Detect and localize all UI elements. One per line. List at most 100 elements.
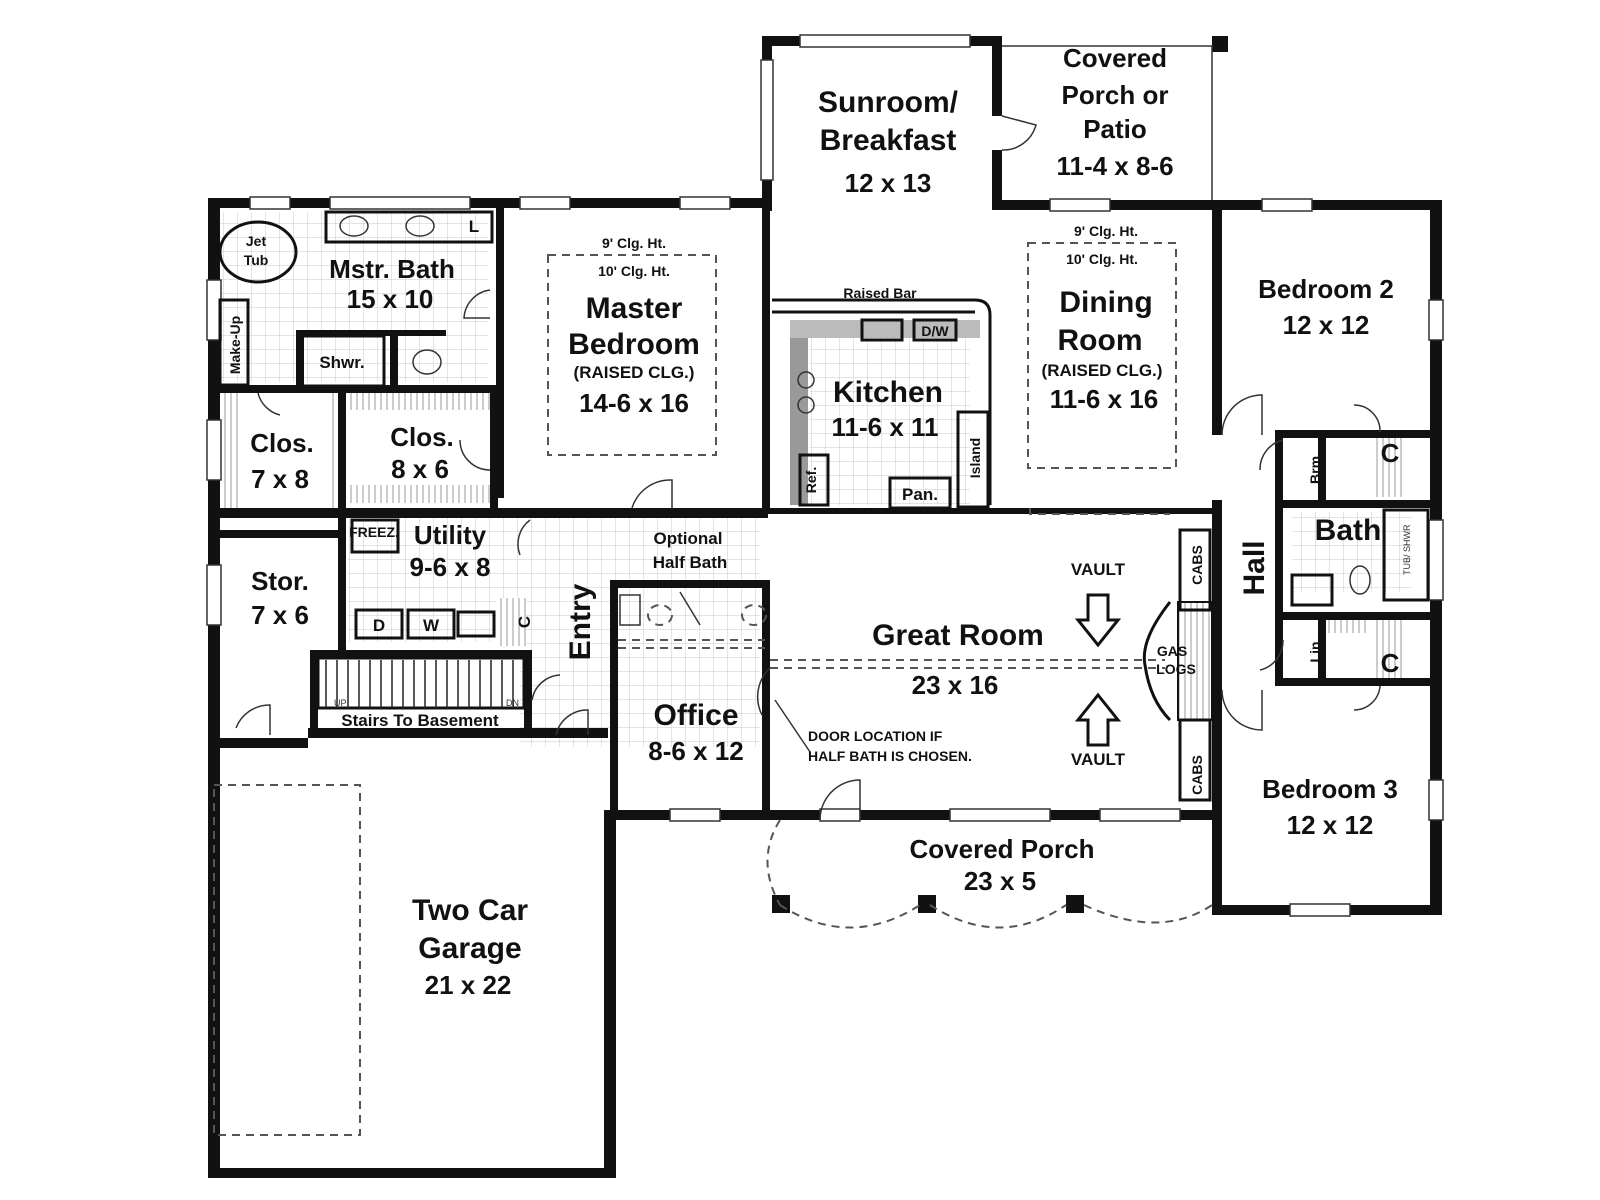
- bed2-closet-label: C: [1381, 438, 1400, 468]
- sunroom-name-2: Breakfast: [820, 124, 957, 157]
- master-name-1: Master: [586, 292, 683, 325]
- dining-name-1: Dining: [1059, 286, 1152, 319]
- makeup-label: Make-Up: [227, 316, 243, 374]
- bath-sink: [1290, 573, 1334, 607]
- kitchen-dims: 11-6 x 11: [832, 412, 939, 442]
- bedroom2-dims: 12 x 12: [1283, 310, 1370, 340]
- garage-door-outline: [213, 784, 361, 1136]
- dw-label: D/W: [921, 323, 949, 339]
- office-name: Office: [653, 699, 738, 732]
- lav-label: L: [469, 217, 479, 236]
- garage-name-1: Two Car: [412, 894, 528, 927]
- great-room-dims: 23 x 16: [912, 670, 999, 700]
- sunroom-dims: 12 x 13: [845, 168, 932, 198]
- patio-name-3: Patio: [1083, 114, 1147, 144]
- shower-label: Shwr.: [319, 353, 364, 372]
- master-clg-1: 9' Clg. Ht.: [602, 235, 666, 251]
- vault-arrow-up: [1074, 692, 1122, 747]
- utility-dims: 9-6 x 8: [410, 552, 491, 582]
- clos1-dims: 7 x 8: [251, 464, 309, 494]
- vault-bottom-label: VAULT: [1071, 750, 1126, 769]
- clos1-name: Clos.: [250, 428, 314, 458]
- freez-label: FREEZ.: [349, 524, 399, 540]
- office-dims: 8-6 x 12: [648, 736, 743, 766]
- patio-outline: [1002, 45, 1213, 200]
- stor-dims: 7 x 6: [251, 600, 309, 630]
- vault-arrow-down: [1074, 593, 1122, 648]
- kitchen-bar-line: [1029, 508, 1170, 515]
- covered-porch-name: Covered Porch: [910, 834, 1095, 864]
- kitchen-counters: [772, 298, 992, 510]
- half-bath-name-2: Half Bath: [653, 553, 728, 572]
- bedroom2-name: Bedroom 2: [1258, 274, 1394, 304]
- utility-name: Utility: [414, 520, 487, 550]
- dining-note: (RAISED CLG.): [1042, 361, 1163, 380]
- patio-dims: 11-4 x 8-6: [1056, 151, 1173, 181]
- garage-name-2: Garage: [418, 932, 521, 965]
- pantry-label: Pan.: [902, 485, 938, 504]
- stairs-label: Stairs To Basement: [341, 711, 499, 730]
- doors: [235, 115, 1381, 821]
- gas-logs-2: LOGS: [1156, 661, 1196, 677]
- vault-top-label: VAULT: [1071, 560, 1126, 579]
- door-note-1: DOOR LOCATION IF: [808, 728, 943, 744]
- island-label: Island: [967, 438, 983, 478]
- cabs-bottom-label: CABS: [1189, 755, 1205, 795]
- stairs-dn: DN: [506, 698, 519, 708]
- sunroom-name-1: Sunroom/: [818, 86, 959, 119]
- clos2-name: Clos.: [390, 422, 454, 452]
- stairs-frame: [316, 656, 526, 710]
- tub-shower-label: TUB/ SHWR: [1402, 524, 1412, 575]
- half-bath-fixtures: [618, 594, 767, 649]
- entry-name: Entry: [564, 583, 597, 660]
- mstr-bath-name: Mstr. Bath: [329, 254, 455, 284]
- dining-dims: 11-6 x 16: [1050, 384, 1158, 414]
- jet-tub-label-2: Tub: [244, 252, 269, 268]
- linen-label: Lin.: [1307, 638, 1323, 663]
- dining-name-2: Room: [1058, 324, 1143, 357]
- patio-name-1: Covered: [1063, 43, 1167, 73]
- bedroom3-name: Bedroom 3: [1262, 774, 1398, 804]
- fireplace: [1142, 528, 1213, 802]
- bath-name: Bath: [1315, 514, 1382, 547]
- jet-tub-label-1: Jet: [246, 233, 267, 249]
- garage-dims: 21 x 22: [425, 970, 512, 1000]
- bath-toilet: [1349, 565, 1371, 595]
- cabs-top-label: CABS: [1189, 545, 1205, 585]
- master-note: (RAISED CLG.): [574, 363, 695, 382]
- tile-floors: [218, 212, 1412, 747]
- patio-name-2: Porch or: [1062, 80, 1169, 110]
- master-name-2: Bedroom: [568, 328, 700, 361]
- broom-label: Brm.: [1307, 452, 1323, 484]
- stor-name: Stor.: [251, 566, 309, 596]
- dining-clg-1: 9' Clg. Ht.: [1074, 223, 1138, 239]
- washer-label: W: [423, 616, 440, 635]
- raised-bar-label: Raised Bar: [843, 285, 917, 301]
- hall-name: Hall: [1238, 540, 1271, 595]
- mstr-bath-dims: 15 x 10: [347, 284, 434, 314]
- bedroom3-dims: 12 x 12: [1287, 810, 1374, 840]
- master-dims: 14-6 x 16: [579, 388, 689, 418]
- dining-clg-2: 10' Clg. Ht.: [1066, 251, 1138, 267]
- door-note-2: HALF BATH IS CHOSEN.: [808, 748, 972, 764]
- master-clg-2: 10' Clg. Ht.: [598, 263, 670, 279]
- stairs-basement: [316, 656, 526, 710]
- tub-shower: [1382, 508, 1430, 602]
- porch-arcs: [766, 819, 1213, 929]
- windows: [206, 34, 1444, 917]
- clos2-dims: 8 x 6: [391, 454, 449, 484]
- gas-logs-1: GAS: [1157, 643, 1187, 659]
- utility-closet-label: C: [515, 616, 534, 628]
- great-room-name: Great Room: [872, 619, 1044, 652]
- bed3-closet-label: C: [1381, 648, 1400, 678]
- utility-fixtures: [350, 518, 496, 640]
- covered-porch-dims: 23 x 5: [964, 866, 1036, 896]
- dryer-label: D: [373, 616, 385, 635]
- ref-label: Ref.: [803, 467, 819, 493]
- bath-fixtures: [218, 210, 494, 388]
- great-room-beam: [770, 659, 1165, 669]
- kitchen-name: Kitchen: [833, 376, 943, 409]
- master-raised-ceiling: [547, 254, 717, 456]
- half-bath-name-1: Optional: [654, 529, 723, 548]
